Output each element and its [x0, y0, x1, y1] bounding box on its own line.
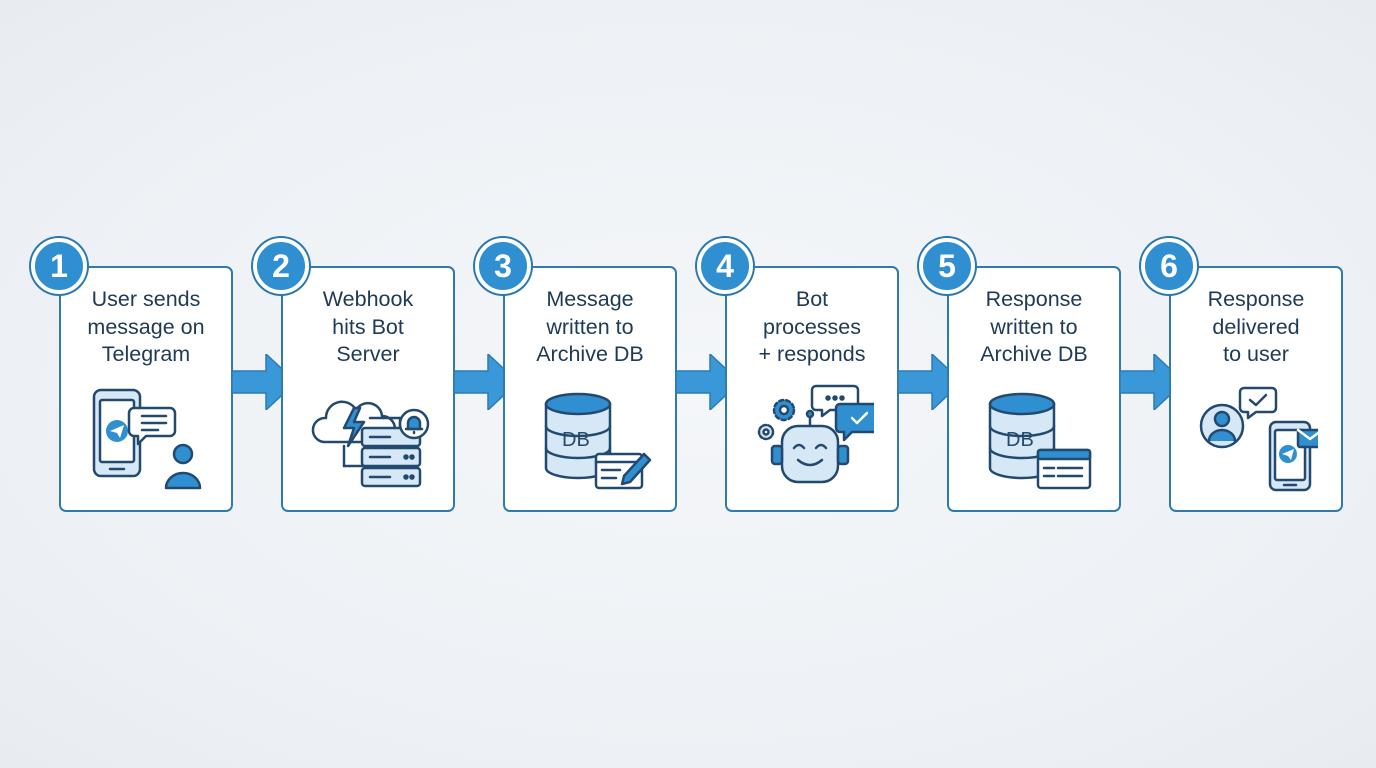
- robot-gears-icon: [757, 384, 874, 484]
- phone-telegram-user-icon: [92, 388, 202, 490]
- db-icon-label: DB: [1006, 429, 1034, 451]
- step-3-badge: 3: [475, 238, 531, 294]
- step-3-card: 3 Message written to Archive DB DB: [475, 238, 677, 512]
- step-1-card: 1 User sends message on Telegram: [31, 238, 233, 512]
- step-5-card: 5 Response written to Archive DB DB: [919, 238, 1121, 512]
- step-4-label: Bot processes + responds: [758, 287, 866, 366]
- user-phone-delivery-icon: [1199, 386, 1318, 492]
- step-6-badge: 6: [1141, 238, 1197, 294]
- step-4-card: 4 Bot processes + responds: [697, 238, 899, 512]
- step-1-badge: 1: [31, 238, 87, 294]
- cloud-server-icon: [311, 400, 430, 488]
- step-2-badge: 2: [253, 238, 309, 294]
- step-2-card: 2 Webhook hits Bot Server: [253, 238, 455, 512]
- step-2-label: Webhook hits Bot Server: [322, 287, 414, 366]
- database-write-icon: DB: [544, 392, 652, 490]
- step-5-badge: 5: [919, 238, 975, 294]
- step-6-card: 6 Response delivered to user: [1141, 238, 1343, 512]
- db-icon-label: DB: [562, 429, 590, 451]
- database-record-icon: DB: [988, 392, 1092, 490]
- step-6-label: Response delivered to user: [1207, 287, 1305, 366]
- step-1-label: User sends message on Telegram: [87, 287, 205, 366]
- step-5-label: Response written to Archive DB: [980, 287, 1088, 366]
- step-3-label: Message written to Archive DB: [536, 287, 644, 366]
- step-4-badge: 4: [697, 238, 753, 294]
